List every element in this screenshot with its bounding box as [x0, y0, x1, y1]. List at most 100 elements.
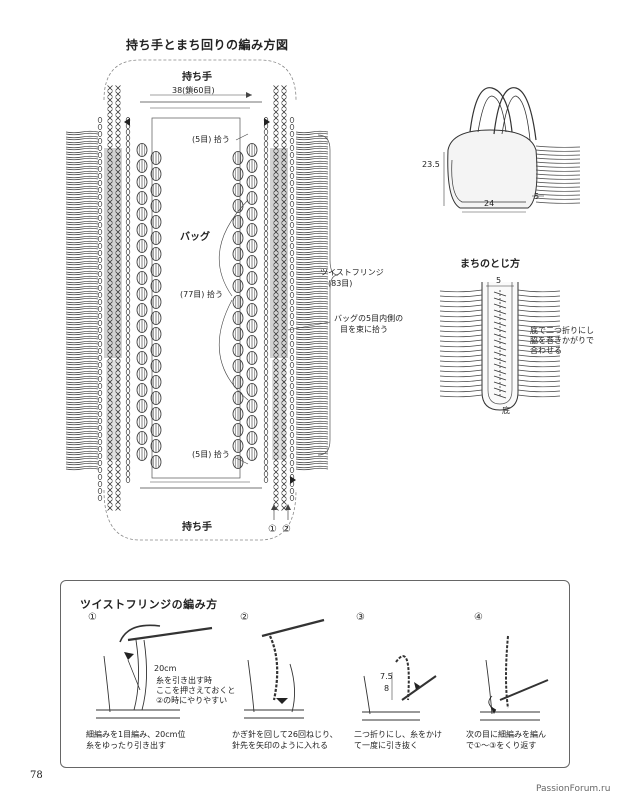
step4-drawing [480, 635, 549, 721]
sc-mark [107, 133, 113, 139]
fringe-strand [65, 345, 99, 351]
chain-mark [97, 390, 103, 396]
chain-mark [263, 141, 269, 147]
step3-caption-line2: て一度に引き抜く [354, 741, 418, 750]
sc-mark [107, 469, 113, 475]
puff-stitch [232, 215, 244, 229]
fringe-strand [65, 430, 99, 436]
fringe-strand [65, 375, 99, 381]
handle-count-label: 38(鎖60目) [172, 86, 215, 95]
fringe-strand [295, 180, 329, 186]
fringe-strand [295, 225, 329, 231]
chain-mark [289, 460, 295, 466]
chain-mark [289, 271, 295, 277]
step1-note-line2: 糸を引き出す時 [156, 676, 212, 685]
fringe-strand [65, 240, 99, 246]
handle-top-label: 持ち手 [182, 72, 212, 83]
chain-mark [289, 383, 295, 389]
fringe-strand [295, 240, 329, 246]
puff-stitch [246, 319, 258, 333]
fringe-strand [295, 285, 329, 291]
puff-stitch [136, 207, 148, 221]
chain-mark [97, 460, 103, 466]
fringe-strand [517, 349, 561, 353]
fringe-strand [295, 375, 329, 381]
chain-mark [97, 215, 103, 221]
puff-stitch [136, 303, 148, 317]
chain-mark [97, 453, 103, 459]
fringe-strand [535, 185, 581, 188]
sc-mark [107, 97, 113, 103]
page-number: 78 [30, 770, 43, 781]
gusset-note-line1: 底で二つ折りにし [530, 326, 594, 335]
fringe-strand [439, 289, 483, 293]
chain-mark [97, 474, 103, 480]
puff-stitch [136, 431, 148, 445]
puff-stitch [232, 311, 244, 325]
chain-mark [125, 129, 131, 135]
fringe-strand [535, 161, 581, 164]
step3-drawing [362, 655, 437, 721]
fringe-strand [295, 325, 329, 331]
puff-stitch [246, 159, 258, 173]
chain-mark [125, 189, 131, 195]
puff-stitch [232, 439, 244, 453]
fringe-strand [295, 300, 329, 306]
chain-mark [125, 255, 131, 261]
fringe-strand [65, 280, 99, 286]
chain-mark [263, 435, 269, 441]
chain-mark [263, 417, 269, 423]
sc-mark [115, 91, 121, 97]
puff-stitch [136, 399, 148, 413]
puff-stitch [150, 167, 162, 181]
chain-mark [289, 138, 295, 144]
pick-middle-label: (77目) 拾う [180, 290, 223, 299]
fringe-strand [439, 369, 483, 373]
chain-mark [97, 432, 103, 438]
fringe-strand [65, 130, 99, 136]
fringe-strand [295, 440, 329, 446]
chain-mark [263, 351, 269, 357]
fringe-strand [65, 340, 99, 346]
fringe-strand [517, 289, 561, 293]
chain-mark [125, 477, 131, 483]
puff-stitch [150, 407, 162, 421]
fringe-strand [517, 319, 561, 323]
fringe-strand [65, 195, 99, 201]
sc-mark [115, 481, 121, 487]
chain-mark [125, 429, 131, 435]
sc-mark [107, 127, 113, 133]
fringe-strand [65, 155, 99, 161]
bag-height-dim: 23.5 [422, 160, 440, 169]
puff-stitch [136, 239, 148, 253]
gusset-top-dim: 5 [496, 276, 502, 285]
chain-mark [289, 285, 295, 291]
fringe-strand [439, 299, 483, 303]
sc-mark [281, 97, 287, 103]
chain-mark [97, 348, 103, 354]
chain-mark [125, 147, 131, 153]
fringe-label: ツイストフリンジ [320, 268, 384, 277]
gusset-join-drawing [439, 282, 561, 411]
chain-mark [289, 446, 295, 452]
fringe-strand [65, 305, 99, 311]
chain-mark [125, 201, 131, 207]
fringe-strand [517, 329, 561, 333]
fringe-strand [535, 193, 581, 196]
fringe-strand [517, 309, 561, 313]
fringe-strand [295, 405, 329, 411]
fringe-strand [295, 190, 329, 196]
chain-mark [97, 397, 103, 403]
chain-mark [97, 264, 103, 270]
chain-mark [97, 152, 103, 158]
sc-mark [281, 121, 287, 127]
chain-mark [125, 207, 131, 213]
chain-mark [289, 348, 295, 354]
puff-stitch [232, 343, 244, 357]
chain-mark [125, 447, 131, 453]
chain-mark [263, 393, 269, 399]
chain-mark [125, 333, 131, 339]
step1-note-line3: ここを押さえておくと [156, 686, 236, 695]
chain-mark [97, 376, 103, 382]
sc-mark [115, 463, 121, 469]
